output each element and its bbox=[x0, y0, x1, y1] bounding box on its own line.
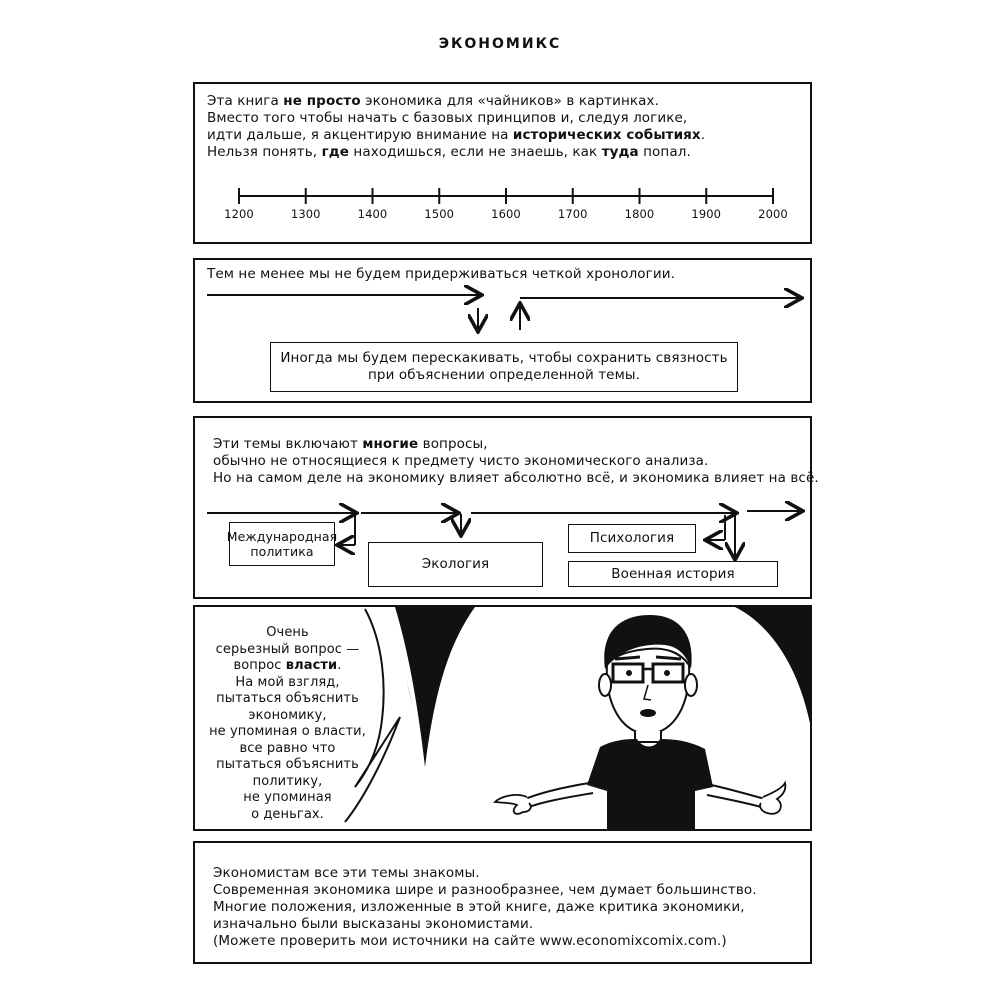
panel-economists: Экономистам все эти темы знакомы. Соврем… bbox=[193, 841, 812, 964]
intro-line-1: Эта книга не просто экономика для «чайни… bbox=[207, 93, 659, 109]
topics-line-3: Но на самом деле на экономику влияет абс… bbox=[213, 470, 819, 486]
economists-line-2: Современная экономика шире и разнообразн… bbox=[213, 882, 757, 898]
timeline-axis bbox=[238, 188, 774, 204]
economists-line-4: изначально были высказаны экономистами. bbox=[213, 916, 534, 932]
timeline-tick-label: 1200 bbox=[224, 207, 254, 221]
timeline-tick-label: 2000 bbox=[758, 207, 788, 221]
timeline-tick-label: 1600 bbox=[491, 207, 521, 221]
topic-international-politics: Международная политика bbox=[227, 522, 337, 566]
topics-line-1: Эти темы включают многие вопросы, bbox=[213, 436, 488, 452]
economists-line-5: (Можете проверить мои источники на сайте… bbox=[213, 933, 727, 949]
panel-power: Очень серьезный вопрос — вопрос власти. … bbox=[193, 605, 812, 831]
economists-line-3: Многие положения, изложенные в этой книг… bbox=[213, 899, 745, 915]
narrator-character bbox=[493, 615, 787, 829]
intro-line-2: Вместо того чтобы начать с базовых принц… bbox=[207, 110, 688, 126]
topic-ecology: Экология bbox=[368, 542, 543, 587]
page-header: ЭКОНОМИКС bbox=[438, 36, 562, 52]
topic-psychology: Психология bbox=[568, 524, 696, 553]
panel-intro-timeline: Эта книга не просто экономика для «чайни… bbox=[193, 82, 812, 244]
topics-line-2: обычно не относящиеся к предмету чисто э… bbox=[213, 453, 709, 469]
timeline-tick-label: 1800 bbox=[624, 207, 655, 221]
topics-arrows bbox=[207, 418, 814, 601]
chronology-text: Тем не менее мы не будем придерживаться … bbox=[207, 266, 676, 282]
timeline-tick-label: 1900 bbox=[691, 207, 722, 221]
timeline-tick-label: 1500 bbox=[424, 207, 455, 221]
speech-bubble bbox=[197, 608, 401, 823]
economists-line-1: Экономистам все эти темы знакомы. bbox=[213, 865, 480, 881]
timeline-tick-label: 1400 bbox=[357, 207, 388, 221]
panel-topics: Эти темы включают многие вопросы, обычно… bbox=[193, 416, 819, 601]
spotlight-background bbox=[379, 607, 810, 767]
panel-chronology: Тем не менее мы не будем придерживаться … bbox=[193, 258, 812, 403]
timeline-tick-label: 1700 bbox=[557, 207, 588, 221]
intro-line-3: идти дальше, я акцентирую внимание на ис… bbox=[207, 127, 706, 143]
timeline-tick-label: 1300 bbox=[290, 207, 321, 221]
intro-line-4: Нельзя понять, где находишься, если не з… bbox=[207, 144, 691, 160]
topic-military-history: Военная история bbox=[568, 561, 778, 587]
skip-explanation-box: Иногда мы будем перескакивать, чтобы сох… bbox=[270, 342, 738, 392]
chronology-arrows bbox=[207, 260, 814, 405]
speech-text: Очень серьезный вопрос — вопрос власти. … bbox=[209, 625, 366, 822]
